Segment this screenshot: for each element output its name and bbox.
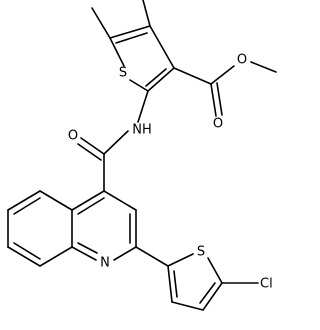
bond-methyl-c4 — [142, 0, 151, 27]
bond-nh-amide-c — [103, 130, 129, 155]
bond-s-t5 — [207, 257, 223, 284]
bond-t4-t3 — [171, 301, 204, 311]
bond-t3-t2 — [167, 265, 173, 303]
bond-n1-q8a — [71, 246, 97, 261]
bond-ester-c-o-single — [210, 65, 235, 85]
atom-label-chlorothiophene-sulfur: S — [197, 245, 205, 260]
atom-label-thiophene-sulfur: S — [119, 66, 127, 81]
bond-q4a-q5 — [39, 190, 73, 211]
atom-label-ester-carbonyl-oxygen: O — [213, 117, 223, 132]
atom-label-chlorine: Cl — [260, 277, 273, 292]
bond-c3-c2-inner — [145, 68, 167, 87]
bond-amide-c-o-inner — [77, 143, 102, 161]
bond-q7-q8 — [7, 246, 41, 267]
atom-label-ester-ether-oxygen: O — [237, 53, 247, 68]
bond-c5-c4 — [109, 25, 151, 39]
bond-q2-thiophene — [135, 246, 169, 267]
bond-c5-c4-inner — [115, 32, 148, 44]
bond-ester-o-methyl — [250, 61, 277, 73]
atom-label-amide-oxygen: O — [68, 129, 78, 144]
bond-c3-ester-c — [173, 67, 212, 85]
chlorothiophene-ring — [167, 253, 223, 311]
bond-t5-t4 — [202, 282, 223, 311]
bond-q5-q6 — [7, 190, 41, 211]
bond-amide-c-o — [80, 137, 105, 155]
molecule-structure: S O O NH O N S Cl — [7, 0, 277, 311]
bond-c4-c3 — [149, 25, 175, 69]
quinoline-benzo-ring — [7, 190, 73, 267]
bond-q5-q6-inner — [13, 197, 41, 215]
atom-label-amide-nitrogen: NH — [132, 123, 152, 138]
bond-s1-c5 — [109, 37, 125, 67]
bond-methyl-c5 — [91, 7, 111, 39]
bond-q2-n1 — [113, 246, 137, 261]
bond-q4a-q4 — [71, 190, 105, 211]
bond-t3-t2-inner — [173, 270, 178, 298]
bond-c2-s1 — [129, 79, 149, 92]
bond-t2-s — [167, 253, 194, 267]
bond-n1-q8a-inner — [77, 242, 98, 254]
bond-q7-q8-inner — [13, 242, 41, 260]
atom-label-quinoline-nitrogen: N — [100, 256, 110, 271]
upper-thiophene-ring — [109, 25, 175, 92]
bond-q4-q3 — [103, 190, 137, 211]
bond-c2-nh — [137, 90, 149, 123]
bond-ester-c-o-double — [210, 83, 217, 117]
bond-t5-t4-inner — [199, 282, 216, 304]
bond-c3-c2 — [147, 67, 175, 92]
bond-ester-c-o-double-inner — [216, 82, 223, 116]
bond-q4a-q4-inner — [77, 197, 105, 215]
quinoline-pyridine-ring — [71, 190, 137, 261]
bond-q8-q8a — [39, 246, 73, 267]
